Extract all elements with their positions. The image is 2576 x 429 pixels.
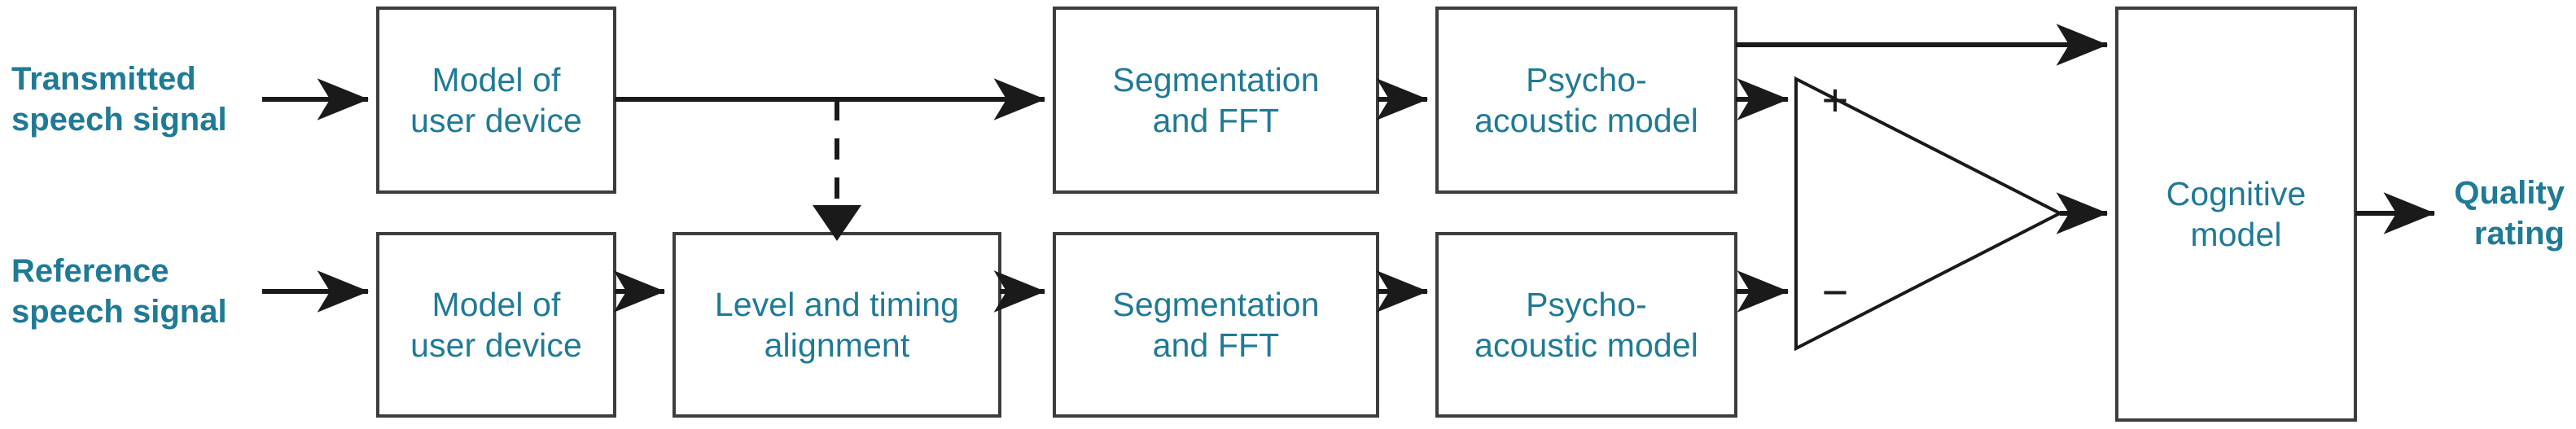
box-label-model-of-user-device-bottom: Model of user device bbox=[378, 234, 615, 416]
label-reference-line1: Reference bbox=[11, 253, 169, 289]
label-reference-speech-signal: Reference speech signal bbox=[11, 234, 256, 348]
comparator-plus-sign: + bbox=[1821, 74, 1849, 125]
box-label-segmentation-bottom-line1: Segmentation bbox=[1112, 285, 1320, 323]
box-label-psychoacoustic-bottom-line2: acoustic model bbox=[1474, 326, 1698, 364]
box-label-segmentation-and-fft-bottom: Segmentation and FFT bbox=[1054, 234, 1378, 416]
box-model-of-user-device-top[interactable] bbox=[376, 7, 616, 194]
label-quality-line1: Quality bbox=[2454, 175, 2565, 211]
box-label-segmentation-top-line2: and FFT bbox=[1152, 102, 1280, 139]
box-segmentation-and-fft-bottom[interactable] bbox=[1053, 232, 1379, 418]
comparator-triangle[interactable] bbox=[1794, 76, 2064, 352]
box-label-level-and-timing-alignment: Level and timing alignment bbox=[674, 234, 1000, 416]
box-label-alignment-line1: Level and timing bbox=[714, 285, 960, 323]
box-label-model-top-line1: Model of bbox=[432, 60, 561, 98]
label-transmitted-speech-signal: Transmitted speech signal bbox=[11, 42, 256, 156]
box-label-model-bottom-line1: Model of bbox=[432, 285, 561, 323]
label-quality-line2: rating bbox=[2473, 216, 2565, 252]
box-label-psychoacoustic-top-line2: acoustic model bbox=[1474, 102, 1698, 139]
box-label-psychoacoustic-bottom-line1: Psycho- bbox=[1526, 285, 1647, 323]
label-reference-line2: speech signal bbox=[11, 294, 227, 330]
box-label-psychoacoustic-model-top: Psycho- acoustic model bbox=[1437, 8, 1736, 192]
box-label-model-bottom-line2: user device bbox=[410, 326, 582, 364]
box-label-psychoacoustic-top-line1: Psycho- bbox=[1526, 60, 1647, 98]
box-psychoacoustic-model-top[interactable] bbox=[1435, 7, 1737, 194]
box-label-psychoacoustic-model-bottom: Psycho- acoustic model bbox=[1437, 234, 1736, 416]
label-quality-rating: Quality rating bbox=[2402, 156, 2565, 270]
box-label-segmentation-bottom-line2: and FFT bbox=[1152, 326, 1280, 364]
box-label-segmentation-and-fft-top: Segmentation and FFT bbox=[1054, 8, 1378, 192]
box-label-alignment-line2: alignment bbox=[764, 326, 910, 364]
box-label-cognitive-line1: Cognitive bbox=[2166, 174, 2307, 212]
box-model-of-user-device-bottom[interactable] bbox=[376, 232, 616, 418]
box-label-segmentation-top-line1: Segmentation bbox=[1112, 60, 1320, 98]
box-label-cognitive-model: Cognitive model bbox=[2117, 8, 2355, 420]
label-transmitted-line1: Transmitted bbox=[11, 61, 196, 97]
box-psychoacoustic-model-bottom[interactable] bbox=[1435, 232, 1737, 418]
comparator-minus-sign: − bbox=[1821, 266, 1849, 317]
box-cognitive-model[interactable] bbox=[2115, 7, 2357, 422]
label-transmitted-line2: speech signal bbox=[11, 102, 227, 138]
dashed-branch-arrow-head bbox=[813, 205, 861, 241]
box-label-model-of-user-device-top: Model of user device bbox=[378, 8, 615, 192]
box-label-model-top-line2: user device bbox=[410, 102, 582, 139]
box-segmentation-and-fft-top[interactable] bbox=[1053, 7, 1379, 194]
box-label-cognitive-line2: model bbox=[2190, 216, 2282, 253]
